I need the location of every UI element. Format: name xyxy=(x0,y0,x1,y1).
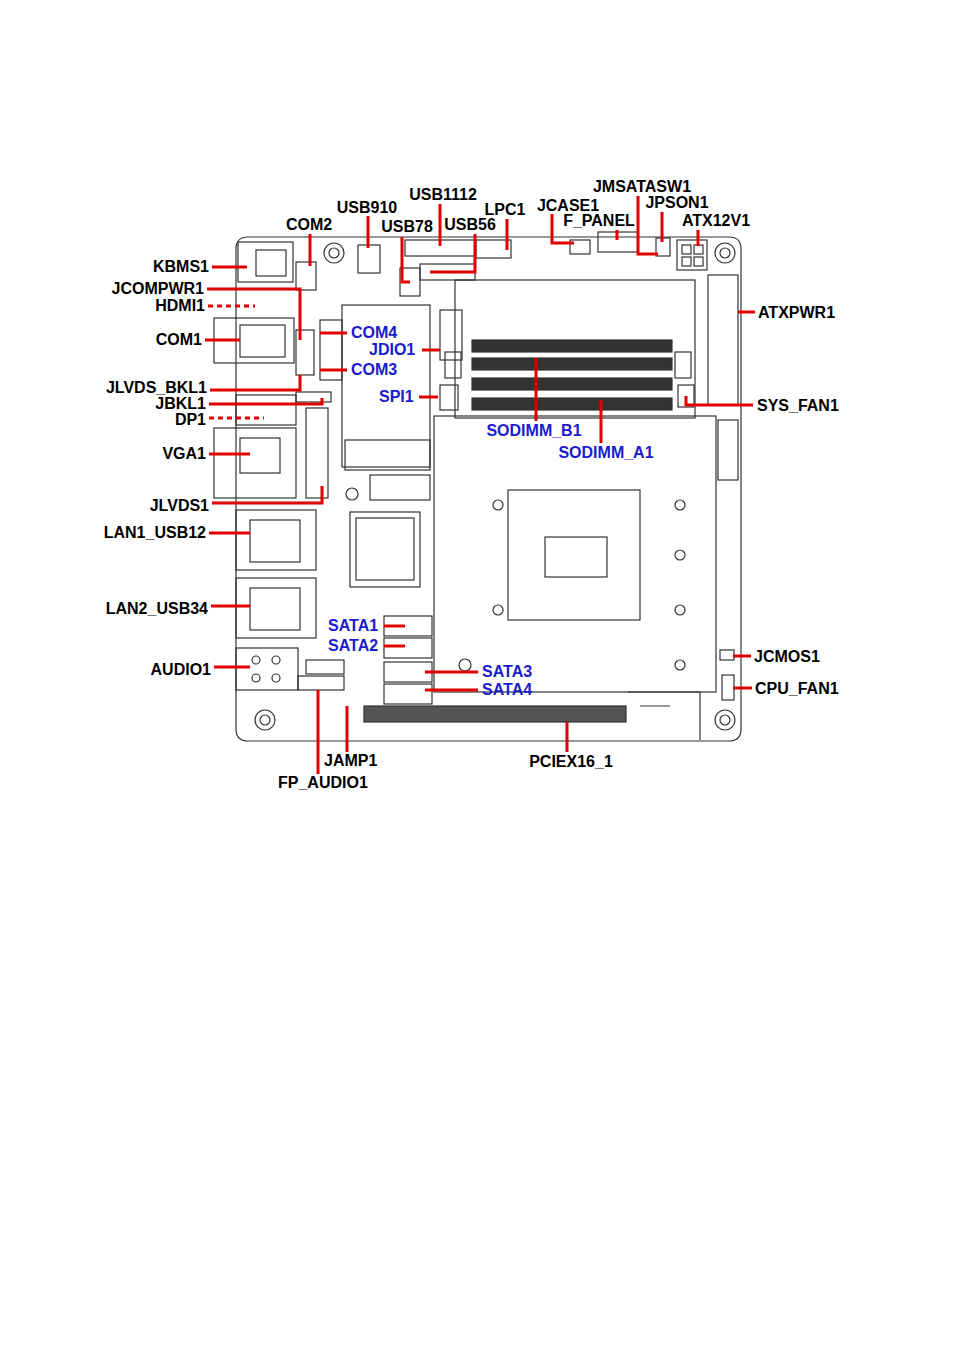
part-label: JCOMPWR1 xyxy=(112,280,204,298)
part-label: SATA1 xyxy=(328,617,378,635)
part-label: VGA1 xyxy=(162,445,206,463)
chipset-area xyxy=(342,305,430,587)
part-label: JCMOS1 xyxy=(754,648,820,666)
part-label: SATA2 xyxy=(328,637,378,655)
sodimm-slots xyxy=(445,280,695,418)
part-label: LAN2_USB34 xyxy=(106,600,208,618)
part-label: JAMP1 xyxy=(324,752,377,770)
part-label: SATA4 xyxy=(482,681,532,699)
part-label: SYS_FAN1 xyxy=(757,397,839,415)
part-label: LPC1 xyxy=(485,201,526,219)
part-label: CPU_FAN1 xyxy=(755,680,839,698)
part-label: JLVDS1 xyxy=(150,497,209,515)
cpu-socket xyxy=(434,416,738,692)
pcie-slot xyxy=(364,692,700,740)
part-label: FP_AUDIO1 xyxy=(278,774,368,792)
part-label: LAN1_USB12 xyxy=(104,524,206,542)
part-label: F_PANEL xyxy=(563,212,635,230)
part-label: JBKL1 xyxy=(155,395,206,413)
part-label: KBMS1 xyxy=(153,258,209,276)
mounting-holes xyxy=(255,243,735,730)
leader-lines xyxy=(205,196,755,774)
part-label: SPI1 xyxy=(379,388,414,406)
part-label: COM4 xyxy=(351,324,397,342)
part-label: USB56 xyxy=(444,216,496,234)
part-label: AUDIO1 xyxy=(151,661,211,679)
part-label: JPSON1 xyxy=(645,194,708,212)
part-label: PCIEX16_1 xyxy=(529,753,613,771)
part-label: COM1 xyxy=(156,331,202,349)
sata-ports xyxy=(384,616,432,704)
part-label: COM3 xyxy=(351,361,397,379)
part-label: ATXPWR1 xyxy=(758,304,835,322)
part-label: ATX12V1 xyxy=(682,212,750,230)
part-label: JMSATASW1 xyxy=(593,178,691,196)
board-outline xyxy=(236,237,741,741)
part-label: USB1112 xyxy=(409,186,477,204)
part-label: SATA3 xyxy=(482,663,532,681)
part-label: COM2 xyxy=(286,216,332,234)
part-label: JDIO1 xyxy=(369,341,415,359)
part-label: JLVDS_BKL1 xyxy=(106,379,207,397)
part-label: SODIMM_A1 xyxy=(558,444,653,462)
part-label: USB910 xyxy=(337,199,397,217)
part-label: DP1 xyxy=(175,411,206,429)
part-label: HDMI1 xyxy=(155,297,205,315)
part-label: SODIMM_B1 xyxy=(486,422,581,440)
part-label: USB78 xyxy=(381,218,433,236)
headers xyxy=(296,232,738,700)
